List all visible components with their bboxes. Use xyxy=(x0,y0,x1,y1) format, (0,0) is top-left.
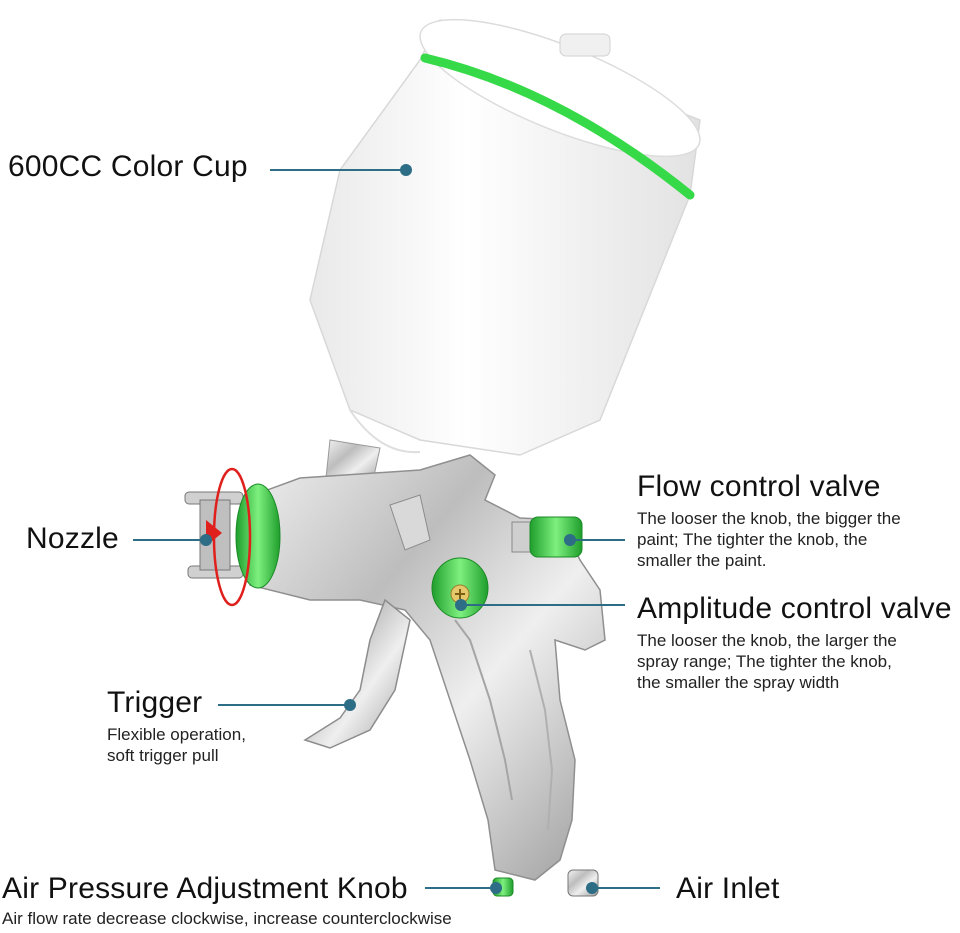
label-amplitude-control-valve: Amplitude control valve xyxy=(637,592,952,625)
desc-line: The looser the knob, the bigger the xyxy=(637,509,901,528)
desc-line: soft trigger pull xyxy=(107,746,219,765)
desc-line: smaller the paint. xyxy=(637,551,767,570)
desc-line: the smaller the spray width xyxy=(637,673,840,692)
desc-line: The looser the knob, the larger the xyxy=(637,631,897,650)
desc-air-pressure-knob: Air flow rate decrease clockwise, increa… xyxy=(2,909,452,928)
gun-body xyxy=(239,454,606,881)
label-color-cup: 600CC Color Cup xyxy=(8,150,248,183)
label-nozzle: Nozzle xyxy=(26,522,119,555)
amplitude-control-knob xyxy=(431,557,489,619)
callout-air-pressure-knob: Air Pressure Adjustment Knob Air flow ra… xyxy=(2,872,452,929)
desc-flow-control-valve: The looser the knob, the bigger the pain… xyxy=(637,508,901,571)
callout-amplitude-control-valve: Amplitude control valve The looser the k… xyxy=(637,592,952,693)
callout-flow-control-valve: Flow control valve The looser the knob, … xyxy=(637,470,901,571)
trigger xyxy=(303,598,411,749)
desc-amplitude-control-valve: The looser the knob, the larger the spra… xyxy=(637,630,952,693)
color-cup xyxy=(309,18,701,456)
label-trigger: Trigger xyxy=(107,686,203,719)
desc-line: spray range; The tighter the knob, xyxy=(637,652,892,671)
callout-trigger: Trigger Flexible operation, soft trigger… xyxy=(107,686,246,766)
flow-control-knob xyxy=(511,516,583,558)
label-air-pressure-knob: Air Pressure Adjustment Knob xyxy=(2,872,408,905)
desc-trigger: Flexible operation, soft trigger pull xyxy=(107,724,246,766)
nozzle xyxy=(184,467,281,607)
label-air-inlet: Air Inlet xyxy=(676,872,780,905)
desc-line: paint; The tighter the knob, the xyxy=(637,530,868,549)
desc-line: Flexible operation, xyxy=(107,725,246,744)
label-flow-control-valve: Flow control valve xyxy=(637,470,881,503)
